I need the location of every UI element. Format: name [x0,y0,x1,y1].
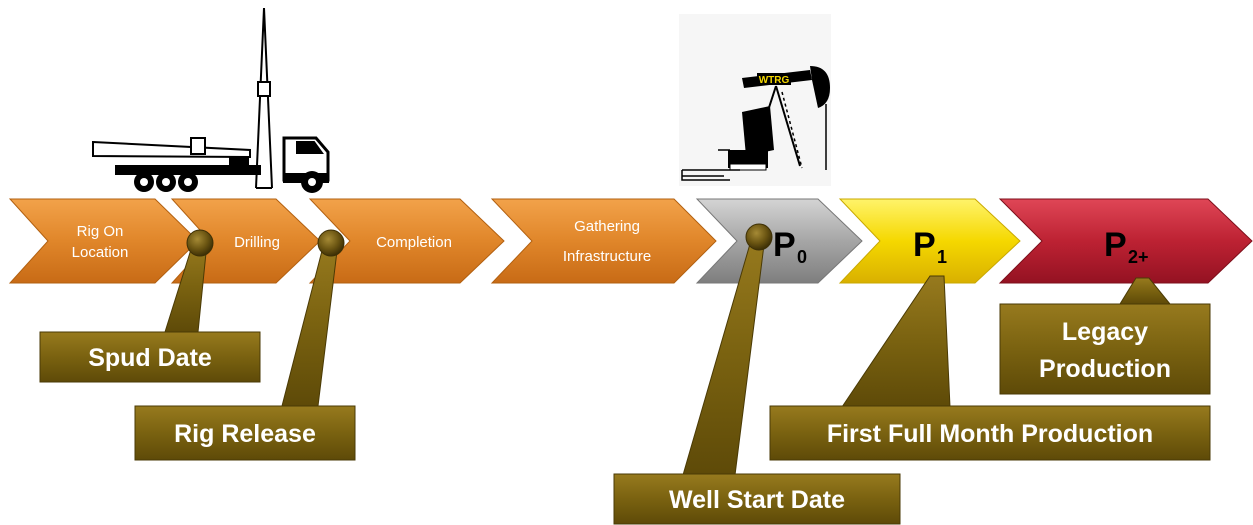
drilling-rig-truck-icon [92,7,330,193]
first-month-pointer [841,275,951,408]
legacy-label-line1: Legacy [1062,318,1148,346]
timeline-markers [186,223,773,257]
callout-boxes [39,303,1211,525]
phase-p2-plus [998,198,1253,284]
phase-p0 [695,198,863,284]
process-steps [8,198,717,284]
step-label-completion: Completion [376,234,452,251]
legacy-label-line2: Production [1039,355,1171,383]
phase-p1-subscript: 1 [937,247,947,267]
phase-p1-label: P [913,226,936,264]
phase-p2-label: P [1104,226,1127,264]
rig-release-marker [317,229,345,257]
step-completion [308,198,505,284]
pump-jack-label: WTRG [759,75,790,86]
step-label-infrastructure: Infrastructure [563,248,651,265]
phase-p0-subscript: 0 [797,247,807,267]
step-label-gathering: Gathering [574,218,640,235]
phase-p0-label: P [773,226,796,264]
first-month-box [769,405,1211,461]
well-start-date-label: Well Start Date [669,486,845,514]
phase-p2-subscript: 2+ [1128,247,1149,267]
legacy-box [999,303,1211,395]
first-full-month-label: First Full Month Production [827,420,1153,448]
well-start-marker [745,223,773,251]
step-label-location: Location [72,244,129,261]
spud-date-marker [186,229,214,257]
production-phases [695,198,1253,284]
step-gathering-infrastructure [490,198,717,284]
spud-date-label: Spud Date [88,344,212,372]
step-label-rig-on: Rig On [77,223,124,240]
rig-release-box [134,405,356,461]
step-rig-on-location [8,198,199,284]
spud-date-box [39,331,261,383]
phase-p1 [838,198,1021,284]
well-start-box [613,473,901,525]
rig-release-label: Rig Release [174,420,316,448]
pump-jack-icon: WTRG [679,14,831,186]
callout-pointers [164,236,1172,476]
step-label-drilling: Drilling [234,234,280,251]
